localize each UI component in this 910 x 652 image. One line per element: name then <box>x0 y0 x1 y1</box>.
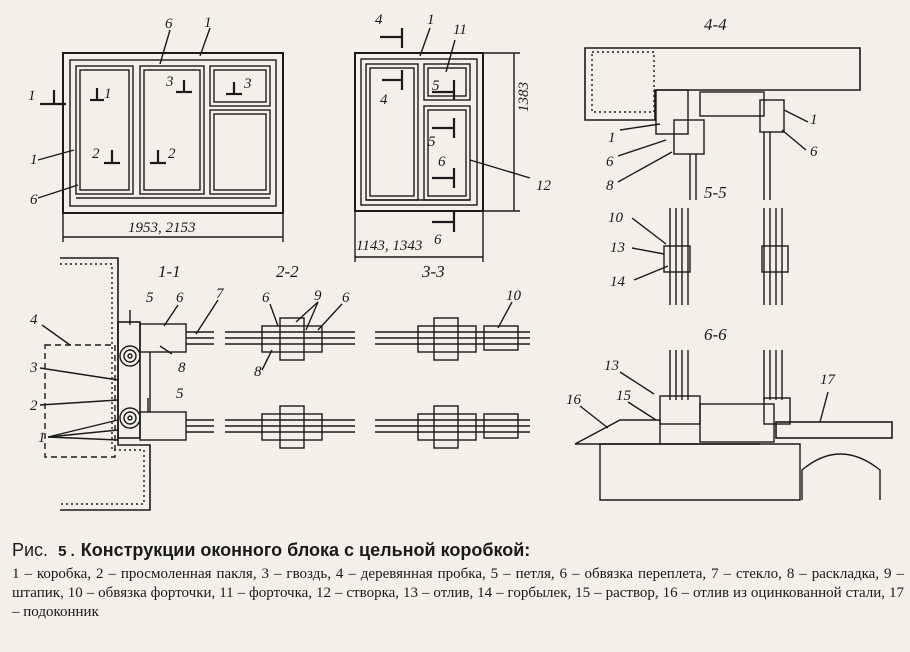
caption-legend: 1 – коробка, 2 – просмоленная пакля, 3 –… <box>12 566 904 620</box>
label-13: 13 <box>604 358 619 374</box>
label-14: 14 <box>610 274 626 290</box>
label-6: 6 <box>810 144 818 160</box>
label-4: 4 <box>380 92 388 108</box>
caption-title: Конструкции оконного блока с цельной кор… <box>80 540 531 560</box>
label-6: 6 <box>262 290 270 306</box>
label-6: 6 <box>342 290 350 306</box>
label-6: 6 <box>438 154 446 170</box>
label-13: 13 <box>610 240 625 256</box>
figure-caption: Рис. 5 . Конструкции оконного блока с цель… <box>12 540 904 622</box>
section-title-2-2: 2-2 <box>276 262 299 281</box>
label-1: 1 <box>204 15 212 31</box>
dimension-small-width: 1143, 1343 <box>356 238 422 254</box>
label-2: 2 <box>168 146 176 162</box>
label-1: 1 <box>810 112 818 128</box>
label-8: 8 <box>254 364 262 380</box>
section-6-6 <box>574 350 893 501</box>
section-2-2 <box>225 301 355 449</box>
section-title-1-1: 1-1 <box>158 262 181 281</box>
technical-drawing: 1 6 1 1 2 2 3 3 1 6 1953, 2153 4 1 11 4 … <box>28 12 893 511</box>
label-5: 5 <box>146 290 154 306</box>
label-1: 1 <box>30 152 38 168</box>
section-5-5 <box>631 208 789 305</box>
caption-title-line: Рис. 5 . Конструкции оконного блока с цель… <box>12 540 904 561</box>
label-7: 7 <box>216 286 225 302</box>
dimension-large-width: 1953, 2153 <box>128 220 196 236</box>
section-title-5-5: 5-5 <box>704 183 727 202</box>
label-5: 5 <box>428 134 436 150</box>
label-5: 5 <box>176 386 184 402</box>
drawing-labels: 1 6 1 1 2 2 3 3 1 6 1953, 2153 4 1 11 4 … <box>28 12 837 446</box>
label-6: 6 <box>176 290 184 306</box>
label-1: 1 <box>608 130 616 146</box>
section-title-4-4: 4-4 <box>704 15 727 34</box>
section-title-6-6: 6-6 <box>704 325 727 344</box>
label-4: 4 <box>30 312 38 328</box>
figure-number: 5 . <box>58 543 75 560</box>
label-11: 11 <box>453 22 467 38</box>
section-4-4 <box>584 47 861 200</box>
caption-prefix: Рис. <box>12 540 49 560</box>
label-3: 3 <box>165 74 174 90</box>
label-6: 6 <box>434 232 442 248</box>
label-4: 4 <box>375 12 383 28</box>
small-window-elevation <box>354 27 531 262</box>
label-1: 1 <box>28 88 36 104</box>
label-3: 3 <box>29 360 38 376</box>
label-1: 1 <box>427 12 435 28</box>
section-title-3-3: 3-3 <box>421 262 445 281</box>
label-1: 1 <box>38 430 46 446</box>
label-12: 12 <box>536 178 552 194</box>
label-8: 8 <box>606 178 614 194</box>
label-2: 2 <box>30 398 38 414</box>
label-6: 6 <box>165 16 173 32</box>
label-3: 3 <box>243 76 252 92</box>
label-8: 8 <box>178 360 186 376</box>
label-5: 5 <box>432 78 440 94</box>
label-2: 2 <box>92 146 100 162</box>
label-15: 15 <box>616 388 632 404</box>
label-1: 1 <box>104 86 112 102</box>
section-3-3 <box>375 301 530 449</box>
label-10: 10 <box>608 210 624 226</box>
label-17: 17 <box>820 372 837 388</box>
label-9: 9 <box>314 288 322 304</box>
label-6: 6 <box>30 192 38 208</box>
label-6: 6 <box>606 154 614 170</box>
large-window-elevation <box>37 27 284 242</box>
label-10: 10 <box>506 288 522 304</box>
section-1-1 <box>39 257 219 511</box>
dimension-small-height: 1383 <box>516 82 532 112</box>
label-16: 16 <box>566 392 582 408</box>
